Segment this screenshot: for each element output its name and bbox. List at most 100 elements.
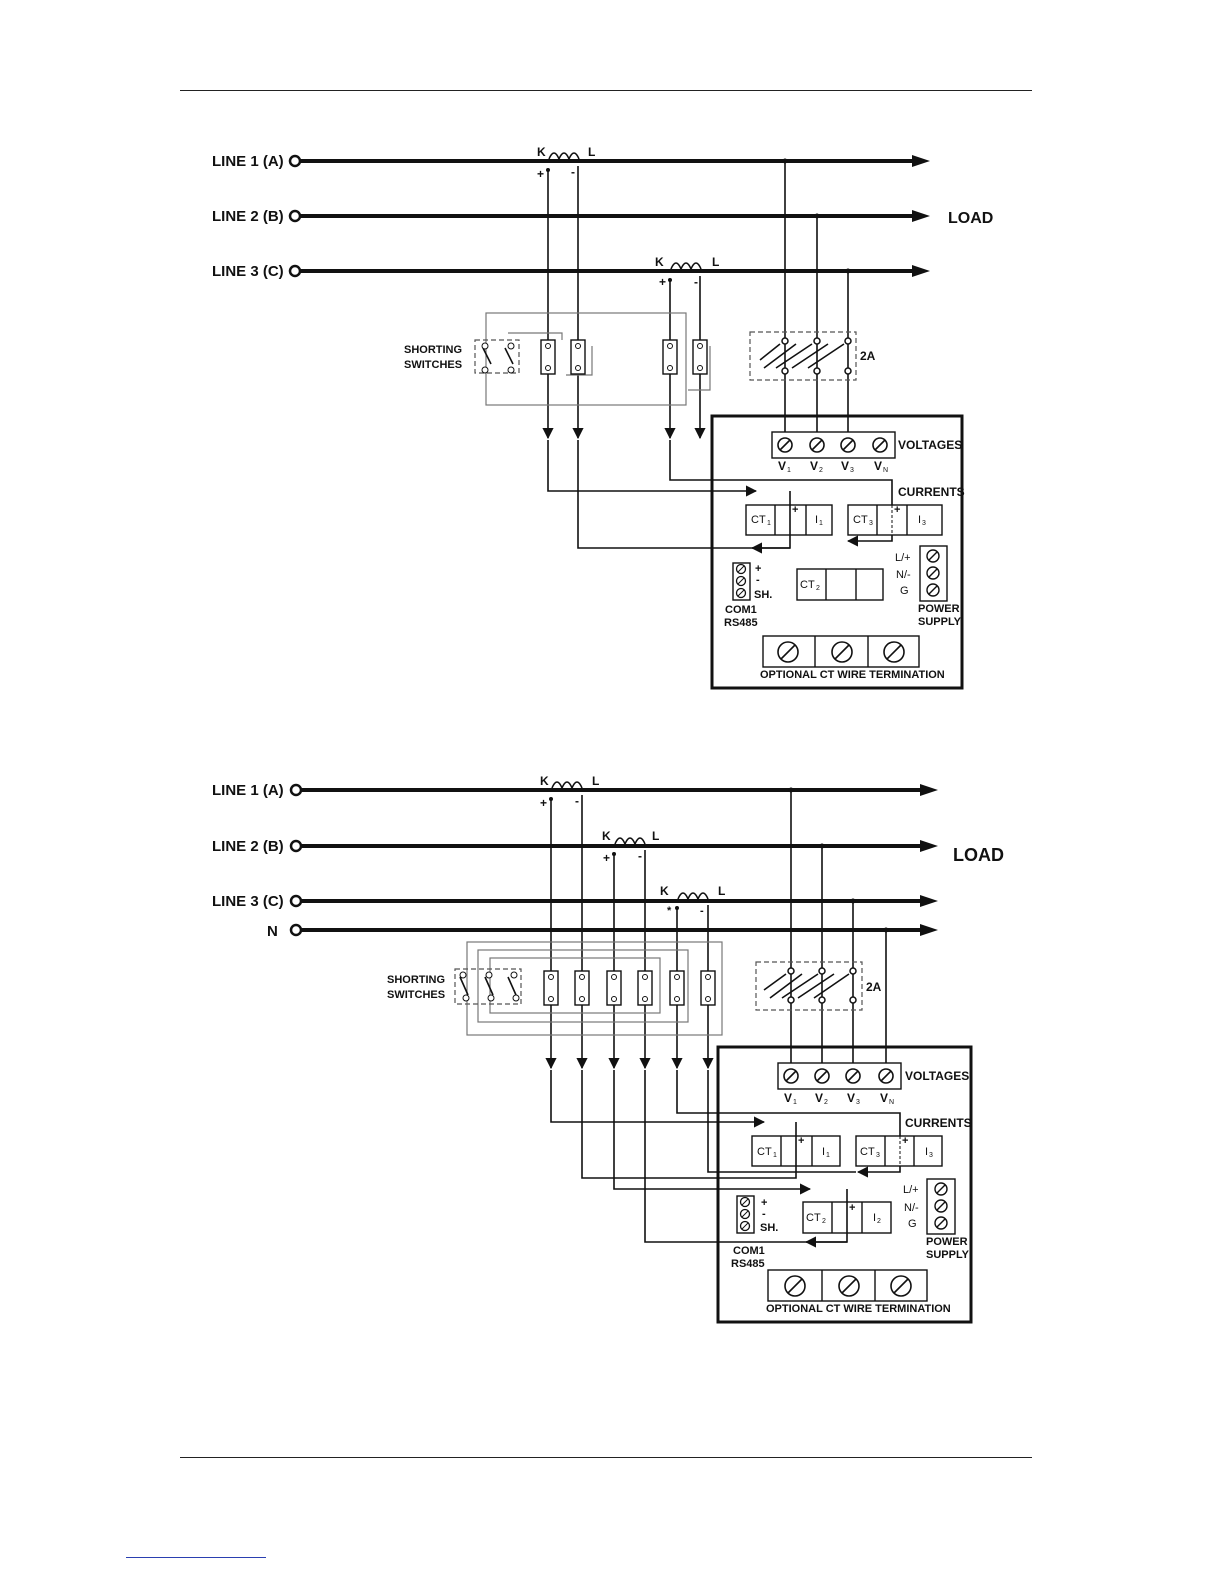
bottom-ct2-plus: +	[603, 851, 610, 865]
top-com1-label: COM1	[725, 604, 757, 616]
top-line-1-arrow	[912, 155, 930, 167]
top-v2-label: V	[810, 459, 818, 473]
bottom-shorting-label-2: SWITCHES	[387, 989, 445, 1001]
top-power-supply-terminal: L/+ N/- G POWER SUPPLY	[895, 545, 962, 628]
bottom-psu-l: L/+	[903, 1184, 919, 1196]
bottom-line-3: LINE 3 (C)	[212, 893, 938, 910]
diagram-top: LINE 1 (A) LINE 2 (B) LINE 3 (C) LOAD	[212, 145, 993, 690]
top-line-2-label: LINE 2 (B)	[212, 208, 284, 225]
top-ct3-plus: +	[659, 275, 666, 289]
bottom-ct1-text: CT	[757, 1146, 772, 1158]
bottom-ct1-k: K	[540, 774, 549, 788]
bottom-v1-sub: 1	[793, 1099, 797, 1106]
bottom-shorting-label-1: SHORTING	[387, 974, 445, 986]
top-shorting-switches: SHORTING SWITCHES	[404, 312, 711, 406]
top-com-plus: +	[755, 563, 761, 575]
top-psu-g: G	[900, 585, 909, 597]
bottom-ct3-text: CT	[860, 1146, 875, 1158]
bottom-line-3-label: LINE 3 (C)	[212, 893, 284, 910]
bottom-line-1-label: LINE 1 (A)	[212, 782, 284, 799]
bottom-ct3-minus: -	[700, 905, 704, 917]
bottom-v1-label: V	[784, 1091, 792, 1105]
top-ct1-k: K	[537, 145, 546, 159]
top-optional-label: OPTIONAL CT WIRE TERMINATION	[760, 669, 945, 681]
bottom-supply-label: SUPPLY	[926, 1249, 970, 1261]
bottom-optional-label: OPTIONAL CT WIRE TERMINATION	[766, 1303, 951, 1315]
bottom-i3-text: I	[925, 1146, 928, 1158]
top-ct1-l: L	[588, 145, 595, 159]
top-ct2-text: CT	[800, 579, 815, 591]
footer-rule	[180, 1457, 1032, 1458]
bottom-ct3-k: K	[660, 884, 669, 898]
footer-link-underline[interactable]	[126, 1557, 266, 1558]
top-ct3-l: L	[712, 255, 719, 269]
bottom-v3-sub: 3	[856, 1099, 860, 1106]
bottom-fuses: 2A	[755, 961, 882, 1011]
bottom-ct1-sub: 1	[773, 1152, 777, 1159]
top-i1-text: I	[815, 514, 818, 526]
top-fuses: 2A	[749, 331, 876, 381]
top-v1-sub: 1	[787, 467, 791, 474]
bottom-rs485-label: RS485	[731, 1258, 765, 1270]
top-i3-text: I	[918, 514, 921, 526]
bottom-ct2-sub: 2	[822, 1218, 826, 1225]
top-ct-line-3: K L + -	[655, 255, 719, 289]
bottom-ct2-minus: -	[638, 849, 642, 863]
top-ct2-sub: 2	[816, 585, 820, 592]
top-line-3-label: LINE 3 (C)	[212, 263, 284, 280]
top-line-1-terminal	[288, 154, 302, 168]
bottom-i2-text: I	[873, 1212, 876, 1224]
top-currents-label: CURRENTS	[898, 485, 965, 499]
top-v3-sub: 3	[850, 467, 854, 474]
bottom-optional-ct-termination: OPTIONAL CT WIRE TERMINATION	[766, 1269, 951, 1315]
bottom-i3-sub: 3	[929, 1152, 933, 1159]
top-vn-label: V	[874, 459, 882, 473]
top-ct3-coil	[670, 262, 702, 272]
bottom-ct1-minus: -	[575, 794, 579, 808]
bottom-ct2-k: K	[602, 829, 611, 843]
top-line-3: LINE 3 (C)	[212, 263, 930, 280]
top-com1-terminal: + - SH. COM1 RS485	[724, 562, 772, 629]
top-meter-frame	[710, 414, 964, 690]
top-ct3-sub: 3	[869, 520, 873, 527]
bottom-ct1-plus: +	[540, 796, 547, 810]
bottom-v3-label: V	[847, 1091, 855, 1105]
bottom-line-2: LINE 2 (B)	[212, 838, 938, 855]
bottom-load-label: LOAD	[953, 845, 1004, 865]
top-ct1-input-plus: +	[792, 504, 798, 516]
bottom-psu-n: N/-	[904, 1202, 919, 1214]
bottom-ct3-l: L	[718, 884, 725, 898]
header-rule	[180, 90, 1032, 91]
top-line-2-terminal	[288, 209, 302, 223]
bottom-voltages-label: VOLTAGES	[905, 1069, 969, 1083]
top-psu-n: N/-	[896, 569, 911, 581]
diagram-bottom: LINE 1 (A) LINE 2 (B) LINE 3 (C) N	[212, 774, 1004, 1324]
top-power-label: POWER	[918, 603, 960, 615]
top-line-1-label: LINE 1 (A)	[212, 153, 284, 170]
top-rs485-label: RS485	[724, 617, 758, 629]
bottom-ct2-l: L	[652, 829, 659, 843]
top-ct1-text: CT	[751, 514, 766, 526]
top-line-1: LINE 1 (A)	[212, 153, 930, 170]
bottom-ct3-sub: 3	[876, 1152, 880, 1159]
top-v1-label: V	[778, 459, 786, 473]
top-ct3-k: K	[655, 255, 664, 269]
top-line-3-terminal	[288, 264, 302, 278]
bottom-v2-label: V	[815, 1091, 823, 1105]
bottom-currents-label: CURRENTS	[905, 1116, 972, 1130]
top-ct3-text: CT	[853, 514, 868, 526]
bottom-com1-label: COM1	[733, 1245, 765, 1257]
bottom-ct2-text: CT	[806, 1212, 821, 1224]
bottom-line-n-label: N	[267, 923, 278, 940]
top-ct3-input-plus: +	[894, 504, 900, 516]
bottom-com-sh: SH.	[760, 1222, 778, 1234]
top-ct1-coil	[548, 152, 580, 162]
top-ct1-sub: 1	[767, 520, 771, 527]
top-line-3-arrow	[912, 265, 930, 277]
top-com-sh: SH.	[754, 589, 772, 601]
